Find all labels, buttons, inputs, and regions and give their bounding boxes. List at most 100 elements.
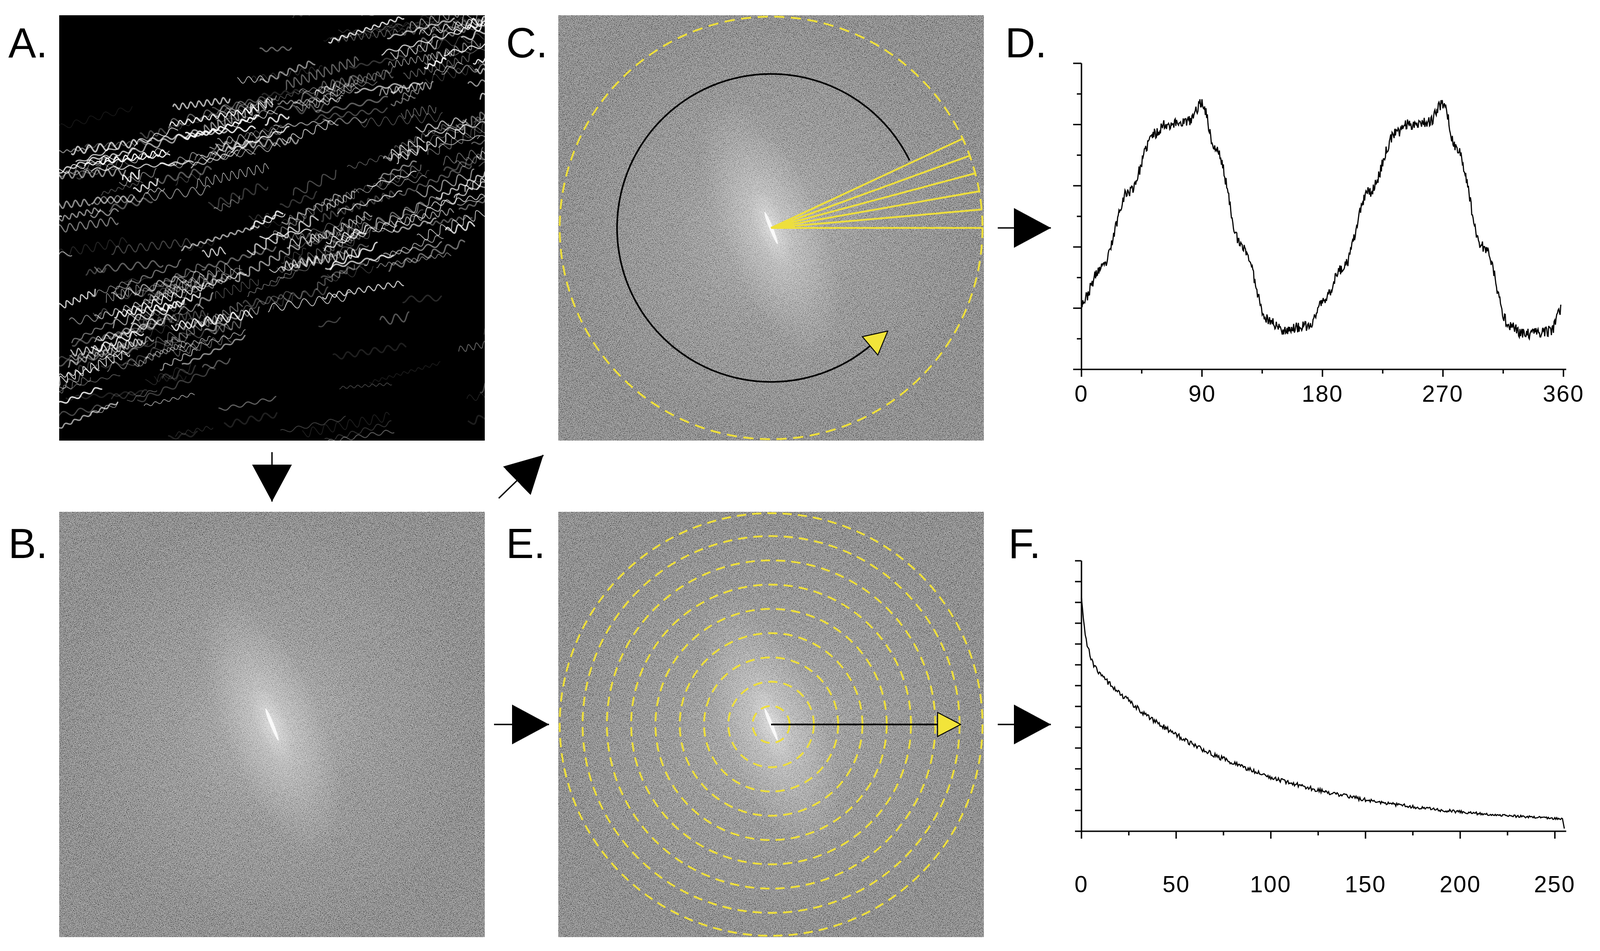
axis-tick-label: 200 — [1439, 873, 1481, 897]
fiber — [249, 213, 269, 221]
y-tick — [1074, 581, 1082, 583]
x-tick — [1412, 831, 1414, 836]
y-tick — [1073, 307, 1082, 309]
fiber — [94, 260, 163, 273]
fiber — [127, 129, 198, 157]
x-tick — [1261, 369, 1263, 374]
fiber — [59, 402, 118, 431]
y-tick — [1076, 154, 1082, 156]
axis-tick-label: 270 — [1421, 382, 1464, 406]
fiber — [480, 81, 485, 100]
fiber — [457, 190, 485, 206]
sampling-ray — [771, 227, 983, 229]
fiber — [327, 266, 374, 282]
y-tick — [1074, 602, 1082, 604]
x-tick — [1382, 369, 1384, 374]
fiber — [148, 276, 229, 298]
fiber — [471, 134, 485, 145]
fiber — [69, 346, 125, 361]
fiber — [443, 147, 483, 166]
image-panel: A. — [59, 15, 485, 441]
fiber — [155, 166, 211, 184]
fiber — [85, 140, 152, 148]
fiber — [355, 175, 427, 193]
y-tick — [1076, 338, 1082, 340]
fiber — [286, 56, 359, 90]
x-tick — [1175, 831, 1177, 840]
fiber — [59, 168, 126, 180]
fiber — [293, 15, 324, 18]
fiber — [78, 362, 98, 370]
fiber — [211, 150, 231, 159]
fiber — [401, 87, 421, 99]
fiber — [483, 325, 485, 335]
fiber — [401, 210, 423, 220]
angular-profile-plot — [1073, 63, 1567, 377]
fiber — [315, 108, 387, 121]
fiber — [456, 104, 485, 130]
fiber — [168, 431, 198, 440]
fiber — [76, 159, 130, 180]
x-tick — [1141, 369, 1143, 374]
fiber — [123, 315, 176, 334]
fiber — [124, 277, 149, 283]
fiber — [389, 137, 425, 160]
x-tick — [1201, 369, 1203, 377]
fiber — [423, 115, 485, 143]
fiber-micrograph — [27, 0, 579, 467]
flow-arrow — [494, 724, 550, 726]
x-tick — [1081, 369, 1083, 377]
y-tick — [1076, 277, 1082, 279]
y-tick — [1074, 623, 1082, 625]
fiber — [380, 312, 409, 325]
fiber — [119, 168, 156, 186]
fiber — [202, 247, 276, 271]
fiber — [290, 103, 326, 114]
axis-tick-label: 0 — [1074, 873, 1089, 897]
fiber — [477, 128, 485, 140]
y-tick — [1074, 789, 1082, 791]
x-tick — [1270, 831, 1272, 840]
sampling-ray — [771, 191, 980, 229]
fiber — [90, 208, 118, 218]
x-tick — [1365, 831, 1367, 840]
fiber — [479, 159, 485, 167]
panel-letter: A. — [8, 22, 48, 64]
fiber — [444, 42, 485, 56]
fiber — [262, 89, 304, 97]
fiber — [425, 59, 485, 85]
fiber — [160, 293, 200, 312]
fiber — [403, 295, 442, 303]
fiber — [243, 123, 291, 138]
fiber — [91, 331, 144, 352]
fiber — [391, 96, 415, 106]
fiber — [133, 179, 159, 192]
spectrum-noise — [59, 512, 485, 938]
spectrum-peak — [263, 707, 281, 742]
fiber — [235, 245, 300, 282]
flow-arrow — [997, 227, 1051, 229]
fiber — [140, 126, 172, 138]
fiber — [324, 420, 391, 441]
x-tick — [1223, 831, 1225, 836]
fiber — [482, 104, 485, 120]
fiber — [381, 193, 460, 233]
fiber — [315, 96, 388, 113]
fiber — [355, 83, 402, 93]
flow-arrow — [271, 452, 273, 502]
panel-letter: C. — [506, 22, 548, 64]
axis-tick-label: 360 — [1542, 382, 1584, 406]
fiber — [69, 313, 101, 325]
fiber — [473, 55, 485, 64]
fiber — [160, 160, 194, 166]
fiber — [205, 316, 239, 332]
y-tick — [1073, 62, 1082, 65]
fiber — [162, 365, 196, 380]
fiber — [234, 142, 274, 150]
spectrum-ground — [558, 512, 984, 938]
fiber — [275, 232, 344, 241]
fiber — [401, 18, 485, 35]
y-tick — [1073, 369, 1082, 371]
spectrum-noise — [558, 512, 984, 938]
